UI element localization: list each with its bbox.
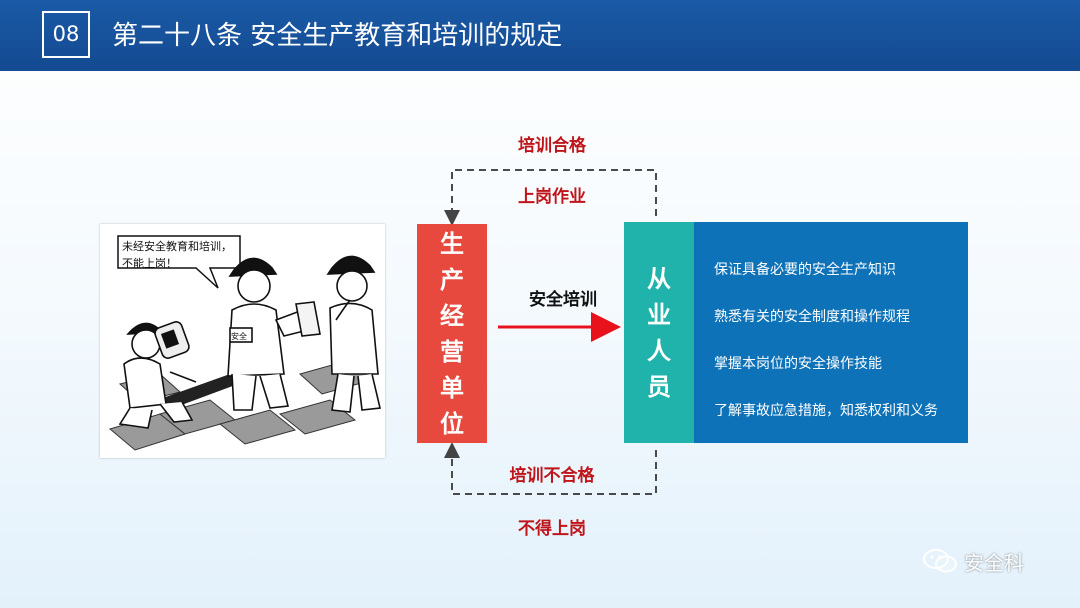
header-bar: 08 第二十八条 安全生产教育和培训的规定 xyxy=(0,0,1080,71)
left-box-char: 单 xyxy=(440,373,464,402)
right-box-char: 员 xyxy=(647,372,671,401)
left-box-char: 位 xyxy=(440,409,464,438)
cartoon-illustration: 未经安全教育和培训，不能上岗！ 安全 xyxy=(100,224,385,458)
armband-label: 安全 xyxy=(231,332,247,341)
left-box-char: 营 xyxy=(440,337,464,366)
right-box-char: 人 xyxy=(647,336,671,365)
employees-box: 从 业 人 员 xyxy=(624,222,694,443)
watermark-text: 安全科 xyxy=(964,550,1024,575)
right-box-char: 从 xyxy=(647,264,671,293)
training-arrow-label: 安全培训 xyxy=(529,290,597,310)
left-box-char: 经 xyxy=(440,301,464,330)
bottom-loop-label-upper: 培训不合格 xyxy=(509,466,595,486)
bottom-loop-connector xyxy=(444,442,657,495)
cartoon-drawing xyxy=(108,235,381,451)
requirement-item: 保证具备必要的安全生产知识 xyxy=(714,262,896,278)
requirement-item: 掌握本岗位的安全操作技能 xyxy=(714,356,882,372)
watermark: 安全科 xyxy=(922,548,1024,575)
page-title: 第二十八条 安全生产教育和培训的规定 xyxy=(112,21,563,51)
left-box-char: 生 xyxy=(440,229,464,258)
top-loop-label-lower: 上岗作业 xyxy=(518,187,586,207)
wechat-icon xyxy=(923,549,957,573)
top-loop-connector xyxy=(444,169,657,226)
requirements-panel: 保证具备必要的安全生产知识 熟悉有关的安全制度和操作规程 掌握本岗位的安全操作技… xyxy=(694,222,968,443)
bottom-loop-label-lower: 不得上岗 xyxy=(518,519,586,539)
requirement-item: 了解事故应急措施，知悉权利和义务 xyxy=(714,403,938,419)
production-unit-box: 生 产 经 营 单 位 xyxy=(417,224,487,443)
left-box-char: 产 xyxy=(440,265,464,294)
section-number: 08 xyxy=(42,11,90,58)
speech-bubble-text: 未经安全教育和培训，不能上岗！ xyxy=(122,240,232,270)
requirement-item: 熟悉有关的安全制度和操作规程 xyxy=(714,309,910,325)
right-box-char: 业 xyxy=(647,300,671,329)
top-loop-label-upper: 培训合格 xyxy=(518,136,586,156)
